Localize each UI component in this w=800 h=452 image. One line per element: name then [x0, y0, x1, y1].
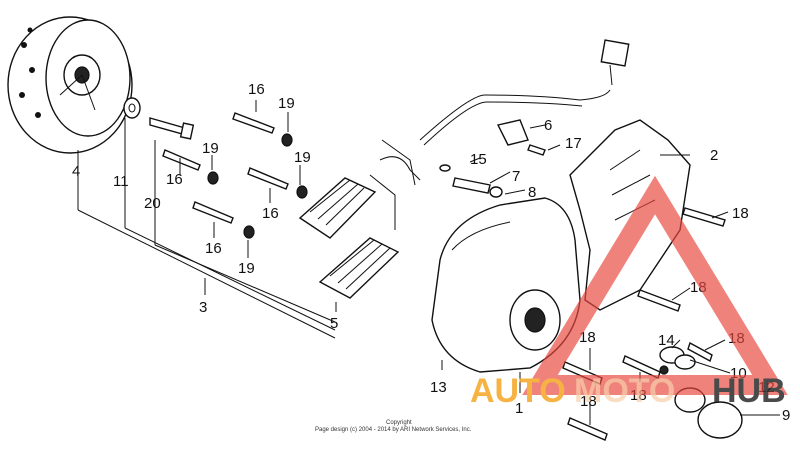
watermark-logo: AUTO MOTO HUB: [470, 175, 788, 410]
cover-bolt: [687, 341, 713, 363]
cover-bolt: [637, 289, 681, 312]
label-part-19: 19: [294, 149, 311, 166]
label-part-4: 4: [72, 163, 80, 180]
rectifier-unit: [318, 237, 400, 299]
label-part-2: 2: [710, 147, 718, 164]
label-part-19: 19: [278, 95, 295, 112]
label-part-11: 11: [113, 173, 129, 190]
label-part-18: 18: [732, 205, 749, 222]
cover-plate: [569, 119, 691, 311]
o-ring: [659, 346, 696, 370]
label-part-1: 1: [515, 400, 523, 417]
label-part-7: 7: [512, 168, 520, 185]
label-part-3: 3: [199, 299, 207, 316]
label-part-14: 14: [658, 332, 675, 349]
label-part-16: 16: [205, 240, 222, 257]
copyright-notice: Page design (c) 2004 - 2014 by ARI Netwo…: [315, 427, 472, 433]
label-part-8: 8: [528, 184, 536, 201]
label-part-6: 6: [544, 117, 552, 134]
label-part-17: 17: [565, 135, 582, 152]
nut: [243, 225, 255, 239]
label-part-16: 16: [166, 171, 183, 188]
flywheel-bolt: [149, 117, 195, 140]
bolt: [527, 144, 546, 156]
label-part-9: 9: [782, 407, 790, 424]
screw: [162, 149, 201, 171]
plug: [659, 365, 669, 375]
label-part-13: 13: [430, 379, 447, 396]
label-part-15: 15: [470, 151, 487, 168]
washer: [123, 97, 141, 119]
wiring-harness: [369, 39, 630, 230]
screw: [232, 112, 275, 134]
cover-bolt: [682, 207, 726, 227]
regulator-unit: [298, 177, 377, 239]
label-part-16: 16: [262, 205, 279, 222]
label-part-19: 19: [238, 260, 255, 277]
watermark-hub: HUB: [712, 372, 786, 410]
label-part-18: 18: [579, 329, 596, 346]
watermark-auto: AUTO: [470, 372, 566, 410]
label-part-19: 19: [202, 140, 219, 157]
watermark-moto: MOTO: [574, 372, 675, 410]
label-part-20: 20: [144, 195, 161, 212]
cover-bolt: [567, 417, 608, 441]
screw: [192, 201, 234, 224]
label-part-18: 18: [580, 393, 597, 410]
pulse-sensor: [439, 164, 503, 198]
flywheel-rotor: [7, 16, 133, 154]
label-part-16: 16: [248, 81, 265, 98]
nut: [281, 133, 293, 147]
cable-clamp: [496, 119, 529, 146]
nut: [207, 171, 219, 185]
nut: [296, 185, 308, 199]
label-part-5: 5: [330, 315, 338, 332]
leader-lines: [77, 100, 780, 425]
screw: [247, 167, 289, 190]
copyright-title: Copyright: [386, 420, 412, 426]
